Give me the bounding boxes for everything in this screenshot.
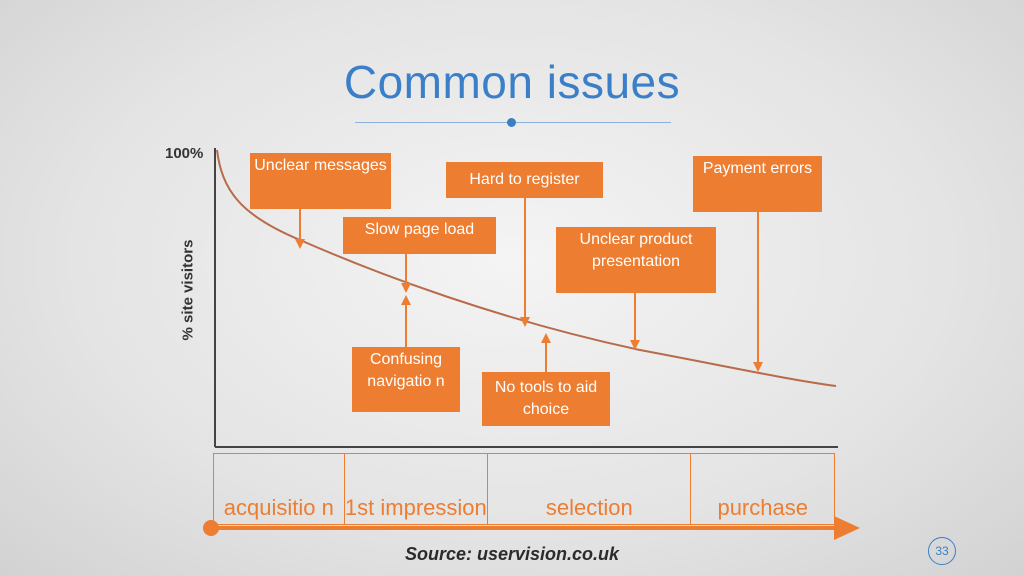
source-caption: Source: uservision.co.uk: [404, 544, 620, 564]
y-axis-title: % site visitors: [179, 239, 197, 341]
slide-title: Common issues: [343, 56, 681, 108]
stage-selection: selection: [488, 454, 692, 524]
callout-payment-errors: Payment errors: [693, 156, 822, 212]
callout-unclear-messages: Unclear messages: [250, 153, 391, 209]
visitor-dropoff-curve: [216, 149, 837, 387]
journey-stages: acquisitio n 1st impression selection pu…: [213, 453, 835, 525]
callout-slow-page-load: Slow page load: [343, 217, 496, 254]
callout-hard-to-register: Hard to register: [446, 162, 603, 198]
callout-confusing-navigation: Confusing navigatio n: [352, 347, 460, 412]
callout-no-tools: No tools to aid choice: [482, 372, 610, 426]
timeline-arrow-head: [834, 516, 860, 540]
slide-number: 33: [928, 537, 956, 565]
stage-acquisition: acquisitio n: [214, 454, 345, 524]
title-divider-dot: [507, 118, 516, 127]
stage-first-impression: 1st impression: [345, 454, 489, 524]
y-axis-top-label: 100%: [165, 145, 204, 162]
callout-unclear-product: Unclear product presentation: [556, 227, 716, 293]
stage-purchase: purchase: [717, 495, 808, 520]
